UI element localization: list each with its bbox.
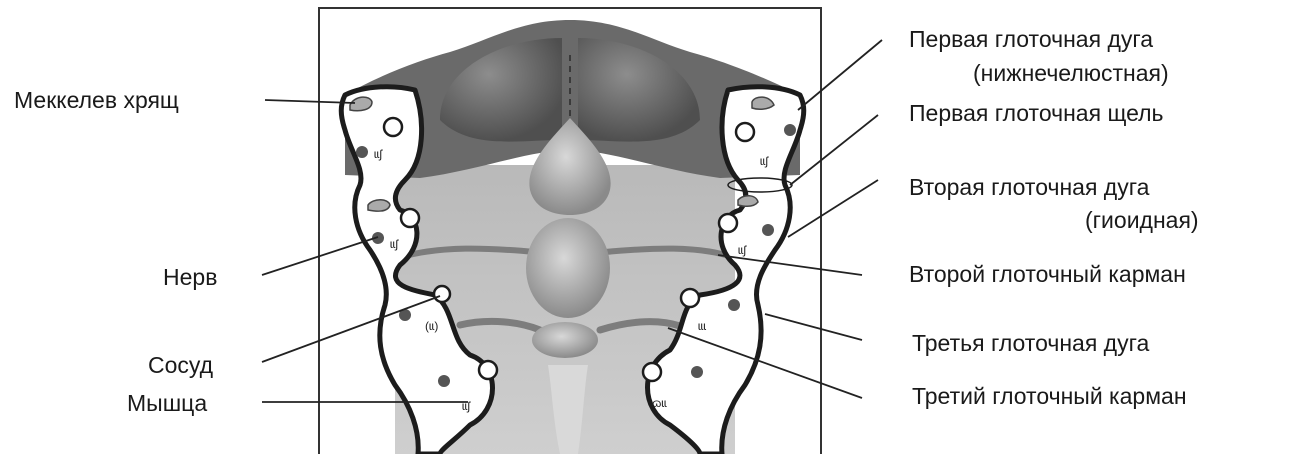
muscle-marks: (ɩɩ) [425,319,438,333]
vessel-circle [434,286,450,302]
vessel-circle [384,118,402,136]
nerve-dot [728,299,740,311]
vessel-circle [681,289,699,307]
nerve-dot [762,224,774,236]
nerve-dot [784,124,796,136]
muscle-marks: ɩɩɩ [698,319,706,333]
label-third-arch: Третья глоточная дуга [912,332,1149,355]
label-first-arch-sub: (нижнечелюстная) [973,62,1169,85]
leader-line-third-arch [765,314,862,340]
muscle-marks: ɩɩʃ [738,243,747,257]
epiglottal-swelling [532,322,598,358]
vessel-circle [479,361,497,379]
label-first-cleft: Первая глоточная щель [909,102,1164,125]
leader-line-second-arch [788,180,878,237]
muscle-marks: ɩɩʃ [760,154,769,168]
label-meckel-cartilage: Меккелев хрящ [14,89,179,112]
leader-line-first-arch [798,40,882,110]
copula-swelling [526,218,610,318]
label-first-arch: Первая глоточная дуга [909,28,1153,51]
muscle-marks: ɷɩɩ [652,396,667,410]
muscle-marks: ɩɩʃ [374,147,383,161]
vessel-circle [719,214,737,232]
label-nerve: Нерв [163,266,217,289]
label-vessel: Сосуд [148,354,213,377]
nerve-dot [691,366,703,378]
label-muscle: Мышца [127,392,207,415]
label-third-pouch: Третий глоточный карман [912,385,1187,408]
label-second-arch: Вторая глоточная дуга [909,176,1149,199]
vessel-circle [401,209,419,227]
cartilage-right-2 [738,196,758,207]
vessel-circle [736,123,754,141]
label-second-pouch: Второй глоточный карман [909,263,1186,286]
label-second-arch-sub: (гиоидная) [1085,209,1199,232]
muscle-marks: ɩɩʃ [390,237,399,251]
nerve-dot [356,146,368,158]
vessel-circle [643,363,661,381]
cartilage-left-2 [368,200,390,211]
nerve-dot [438,375,450,387]
